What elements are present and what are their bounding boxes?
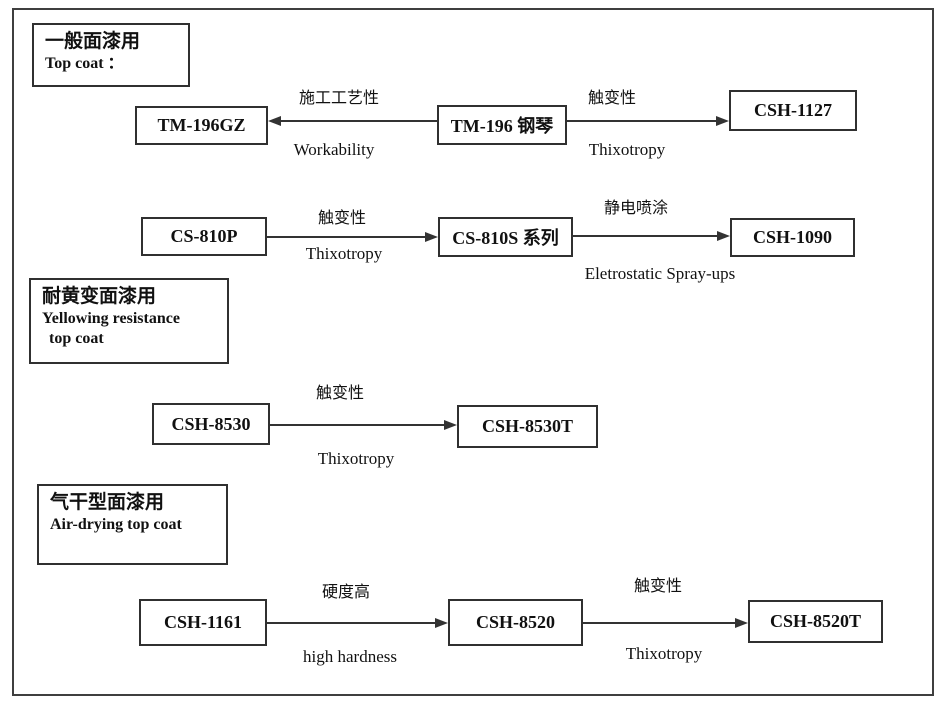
section-box-yellowing-resistance: 耐黄变面漆用 Yellowing resistance top coat [29, 278, 229, 364]
edge-label-en-thixotropy-2: Thixotropy [305, 244, 383, 263]
edge-label-en-thixotropy-4: Thixotropy [625, 644, 703, 663]
arrowhead-right-icon [716, 116, 729, 126]
node-cs-810s-series: CS-810S 系列 [438, 217, 573, 257]
node-csh-8520: CSH-8520 [448, 599, 583, 646]
arrow-csh8530-to-csh8530t [270, 420, 457, 430]
node-csh-8530: CSH-8530 [152, 403, 270, 445]
arrow-shaft [270, 424, 447, 426]
edge-label-en-high-hardness: high hardness [303, 647, 397, 666]
section-title-en: Yellowing resistance [42, 309, 180, 327]
arrow-csh8520-to-csh8520t [583, 618, 748, 628]
arrow-shaft [278, 120, 438, 122]
edge-label-en-thixotropy-3: Thixotropy [317, 449, 395, 468]
section-box-top-coat: 一般面漆用 Top coat ： [32, 23, 190, 87]
edge-label-zh-thixotropy-4: 触变性 [633, 578, 682, 595]
arrow-shaft [267, 236, 428, 238]
edge-label-zh-workability: 施工工艺性 [298, 90, 379, 107]
arrowhead-left-icon [268, 116, 281, 126]
node-tm-196gz: TM-196GZ [135, 106, 268, 145]
edge-label-en-workability: Workability [293, 140, 375, 159]
arrow-cs810s-to-csh1090 [573, 231, 730, 241]
arrowhead-right-icon [735, 618, 748, 628]
arrow-csh1161-to-csh8520 [267, 618, 448, 628]
section-title-zh: 一般面漆用 [45, 31, 141, 52]
section-title-en: Top coat ： [45, 54, 124, 72]
edge-label-zh-thixotropy-2: 触变性 [317, 210, 366, 227]
node-csh-1127: CSH-1127 [729, 90, 857, 131]
arrow-shaft [573, 235, 720, 237]
arrowhead-right-icon [717, 231, 730, 241]
edge-label-zh-high-hardness: 硬度高 [321, 584, 370, 601]
edge-label-zh-electrostatic: 静电喷涂 [603, 200, 668, 217]
edge-label-zh-thixotropy-1: 触变性 [587, 90, 636, 107]
section-title-en: Air-drying top coat [50, 515, 182, 533]
arrowhead-right-icon [444, 420, 457, 430]
edge-label-en-electrostatic: Eletrostatic Spray-ups [584, 264, 736, 283]
arrowhead-right-icon [425, 232, 438, 242]
arrowhead-right-icon [435, 618, 448, 628]
section-title-zh: 耐黄变面漆用 [42, 286, 157, 307]
arrow-tm196-to-tm196gz [268, 116, 438, 126]
edge-label-en-thixotropy-1: Thixotropy [588, 140, 666, 159]
arrow-cs810p-to-cs810s [267, 232, 438, 242]
node-csh-1090: CSH-1090 [730, 218, 855, 257]
section-title-en-line2: top coat [49, 329, 104, 347]
section-title-zh: 气干型面漆用 [50, 492, 165, 513]
section-box-air-drying: 气干型面漆用 Air-drying top coat [37, 484, 228, 565]
arrow-tm196-to-csh1127 [567, 116, 729, 126]
edge-label-zh-thixotropy-3: 触变性 [315, 385, 364, 402]
arrow-shaft [267, 622, 438, 624]
node-cs-810p: CS-810P [141, 217, 267, 256]
node-csh-8530t: CSH-8530T [457, 405, 598, 448]
node-tm-196-piano: TM-196 钢琴 [437, 105, 567, 145]
arrow-shaft [567, 120, 719, 122]
node-csh-8520t: CSH-8520T [748, 600, 883, 643]
node-csh-1161: CSH-1161 [139, 599, 267, 646]
arrow-shaft [583, 622, 738, 624]
